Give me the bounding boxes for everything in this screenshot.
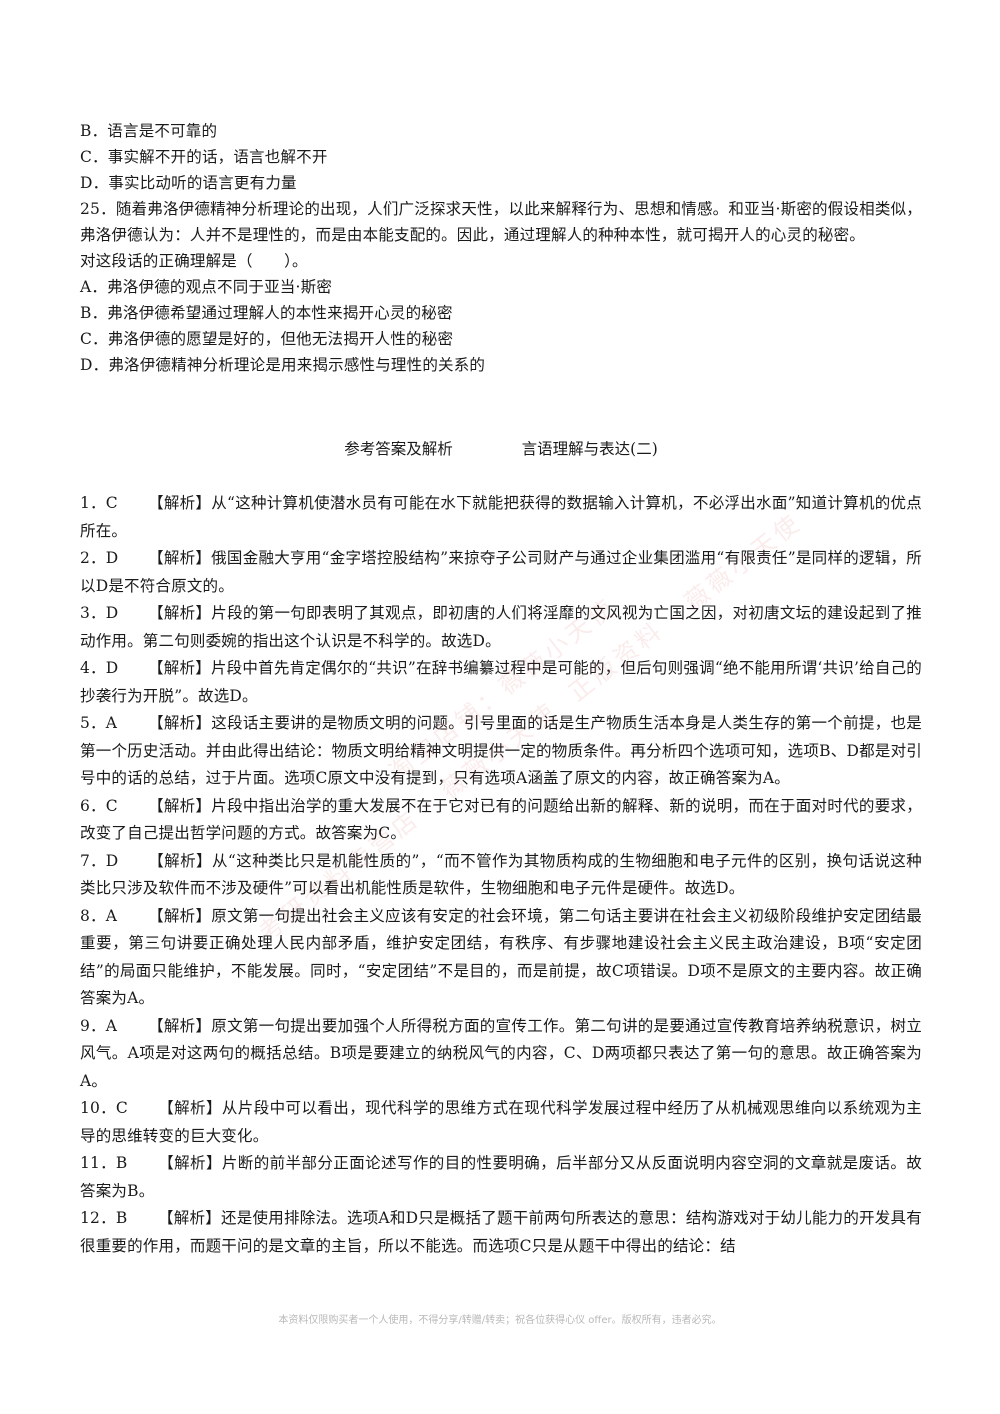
answer-text: 【解析】片段中首先肯定偶尔的“共识”在辞书编纂过程中是可能的，但后句则强调“绝不… bbox=[80, 659, 922, 705]
q25-option-c: C．弗洛伊德的愿望是好的，但他无法揭开人性的秘密 bbox=[80, 330, 454, 348]
answer-number: 8．A bbox=[80, 906, 118, 925]
answer-number: 7．D bbox=[80, 851, 119, 870]
answer-text: 【解析】原文第一句提出社会主义应该有安定的社会环境，第二句话主要讲在社会主义初级… bbox=[80, 906, 922, 1008]
answer-item: 9．A【解析】原文第一句提出要加强个人所得税方面的宣传工作。第二句讲的是要通过宣… bbox=[80, 1013, 922, 1096]
section-title-right: 言语理解与表达(二) bbox=[521, 440, 658, 458]
q24-option-c: C．事实解不开的话，语言也解不开 bbox=[80, 148, 328, 166]
answer-number: 9．A bbox=[80, 1016, 118, 1035]
answer-text: 【解析】片断的前半部分正面论述写作的目的性要明确，后半部分又从反面说明内容空洞的… bbox=[80, 1154, 922, 1200]
page-content: B．语言是不可靠的 C．事实解不开的话，语言也解不开 D．事实比动听的语言更有力… bbox=[80, 118, 922, 1260]
answer-text: 【解析】还是使用排除法。选项A和D只是概括了题干前两句所表达的意思：结构游戏对于… bbox=[80, 1209, 922, 1255]
section-title-left: 参考答案及解析 bbox=[344, 440, 453, 458]
answer-number: 6．C bbox=[80, 796, 118, 815]
answer-item: 4．D【解析】片段中首先肯定偶尔的“共识”在辞书编纂过程中是可能的，但后句则强调… bbox=[80, 655, 922, 710]
answer-item: 10．C【解析】从片段中可以看出，现代科学的思维方式在现代科学发展过程中经历了从… bbox=[80, 1095, 922, 1150]
answer-number: 3．D bbox=[80, 604, 119, 622]
answer-number: 12．B bbox=[80, 1209, 128, 1227]
section-title: 参考答案及解析 言语理解与表达(二) bbox=[80, 436, 922, 462]
answer-text: 【解析】原文第一句提出要加强个人所得税方面的宣传工作。第二句讲的是要通过宣传教育… bbox=[80, 1016, 922, 1090]
answer-text: 【解析】片段中指出治学的重大发展不在于它对已有的问题给出新的解释、新的说明，而在… bbox=[80, 796, 922, 843]
q24-option-d: D．事实比动听的语言更有力量 bbox=[80, 174, 297, 192]
answer-number: 2．D bbox=[80, 549, 119, 567]
q25-option-b: B．弗洛伊德希望通过理解人的本性来揭开心灵的秘密 bbox=[80, 304, 453, 322]
answer-item: 8．A【解析】原文第一句提出社会主义应该有安定的社会环境，第二句话主要讲在社会主… bbox=[80, 903, 922, 1013]
answer-number: 10．C bbox=[80, 1099, 128, 1117]
answer-text: 【解析】这段话主要讲的是物质文明的问题。引号里面的话是生产物质生活本身是人类生存… bbox=[80, 714, 922, 787]
answer-number: 5．A bbox=[80, 714, 118, 732]
footer-notice: 本资料仅限购买者一个人使用，不得分享/转赠/转卖；祝各位获得心仪 offer。版… bbox=[278, 1315, 722, 1326]
answer-text: 【解析】从“这种类比只是机能性质的”，“而不管作为其物质构成的生物细胞和电子元件… bbox=[80, 851, 922, 898]
q25-stem: 25．随着弗洛伊德精神分析理论的出现，人们广泛探求天性，以此来解释行为、思想和情… bbox=[80, 200, 922, 244]
answer-item: 1．C【解析】从“这种计算机使潜水员有可能在水下就能把获得的数据输入计算机，不必… bbox=[80, 490, 922, 545]
answer-number: 11．B bbox=[80, 1154, 128, 1172]
answer-item: 2．D【解析】俄国金融大亨用“金字塔控股结构”来掠夺子公司财产与通过企业集团滥用… bbox=[80, 545, 922, 600]
answer-text: 【解析】从“这种计算机使潜水员有可能在水下就能把获得的数据输入计算机，不必浮出水… bbox=[80, 494, 922, 540]
answer-item: 12．B【解析】还是使用排除法。选项A和D只是概括了题干前两句所表达的意思：结构… bbox=[80, 1205, 922, 1260]
answer-item: 7．D【解析】从“这种类比只是机能性质的”，“而不管作为其物质构成的生物细胞和电… bbox=[80, 848, 922, 903]
q25-question: 对这段话的正确理解是（ ）。 bbox=[80, 252, 308, 270]
q25-option-a: A．弗洛伊德的观点不同于亚当·斯密 bbox=[80, 278, 333, 296]
answer-item: 5．A【解析】这段话主要讲的是物质文明的问题。引号里面的话是生产物质生活本身是人… bbox=[80, 710, 922, 793]
answer-text: 【解析】俄国金融大亨用“金字塔控股结构”来掠夺子公司财产与通过企业集团滥用“有限… bbox=[80, 549, 922, 595]
answer-item: 3．D【解析】片段的第一句即表明了其观点，即初唐的人们将淫靡的文风视为亡国之因，… bbox=[80, 600, 922, 655]
q25-option-d: D．弗洛伊德精神分析理论是用来揭示感性与理性的关系的 bbox=[80, 356, 486, 374]
answer-text: 【解析】片段的第一句即表明了其观点，即初唐的人们将淫靡的文风视为亡国之因，对初唐… bbox=[80, 604, 922, 650]
q24-option-b: B．语言是不可靠的 bbox=[80, 122, 218, 140]
answer-item: 11．B【解析】片断的前半部分正面论述写作的目的性要明确，后半部分又从反面说明内… bbox=[80, 1150, 922, 1205]
answer-text: 【解析】从片段中可以看出，现代科学的思维方式在现代科学发展过程中经历了从机械观思… bbox=[80, 1099, 922, 1145]
answer-item: 6．C【解析】片段中指出治学的重大发展不在于它对已有的问题给出新的解释、新的说明… bbox=[80, 793, 922, 848]
answer-number: 1．C bbox=[80, 494, 118, 512]
answer-number: 4．D bbox=[80, 659, 119, 677]
